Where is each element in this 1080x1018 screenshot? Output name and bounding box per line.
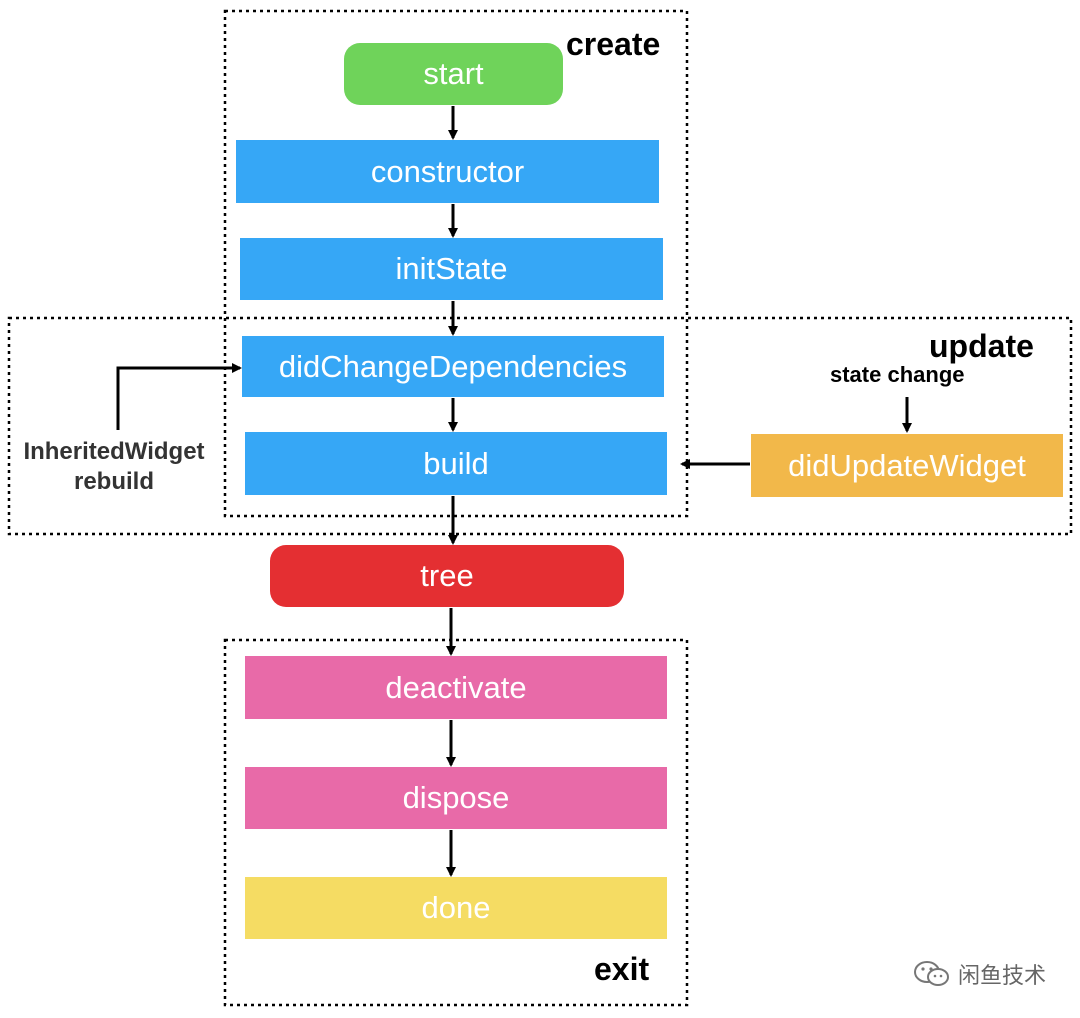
- arrow-inherited-didchange: [116, 363, 242, 430]
- node-didupdatewidget: didUpdateWidget: [751, 434, 1063, 497]
- node-dispose: dispose: [245, 767, 667, 829]
- exit-group-title: exit: [594, 951, 650, 987]
- update-group-title: update: [929, 328, 1034, 364]
- exit-group-box: [223, 638, 689, 1007]
- node-initstate: initState: [240, 238, 663, 300]
- node-done: done: [245, 877, 667, 939]
- node-tree: tree: [270, 545, 624, 607]
- node-didchangedependencies: didChangeDependencies: [242, 336, 664, 397]
- create-group-title: create: [566, 26, 661, 62]
- wechat-icon: [913, 961, 949, 986]
- watermark-text: 闲鱼技术: [957, 964, 1046, 989]
- node-start: start: [344, 43, 563, 105]
- node-deactivate: deactivate: [245, 656, 667, 719]
- inherited-widget-line2: rebuild: [73, 468, 154, 495]
- create-group-box: [223, 9, 689, 518]
- inherited-widget-label: InheritedWidget rebuild: [6, 437, 222, 497]
- watermark: 闲鱼技术: [912, 958, 1046, 990]
- inherited-widget-line1: InheritedWidget: [23, 438, 205, 465]
- state-change-label: state change: [830, 362, 965, 387]
- update-group-box: [7, 316, 1073, 536]
- node-constructor: constructor: [236, 140, 659, 203]
- node-build: build: [245, 432, 667, 495]
